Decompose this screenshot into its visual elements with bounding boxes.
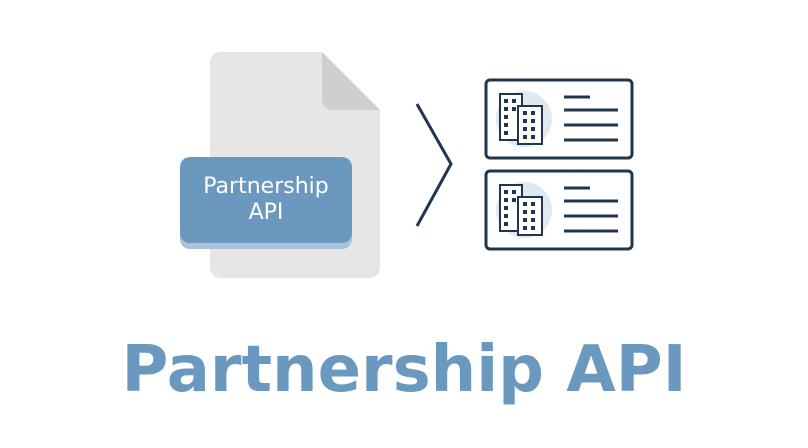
- company-card-icon: [484, 169, 634, 251]
- company-card-icon: [484, 78, 634, 160]
- building-icon: [499, 93, 543, 145]
- page-title: Partnership API: [121, 333, 687, 407]
- badge-line-2: API: [248, 200, 284, 225]
- badge-line-1: Partnership: [203, 174, 329, 199]
- chevron-right-icon: [415, 103, 453, 227]
- building-icon: [499, 184, 543, 236]
- api-badge: Partnership API: [180, 157, 352, 243]
